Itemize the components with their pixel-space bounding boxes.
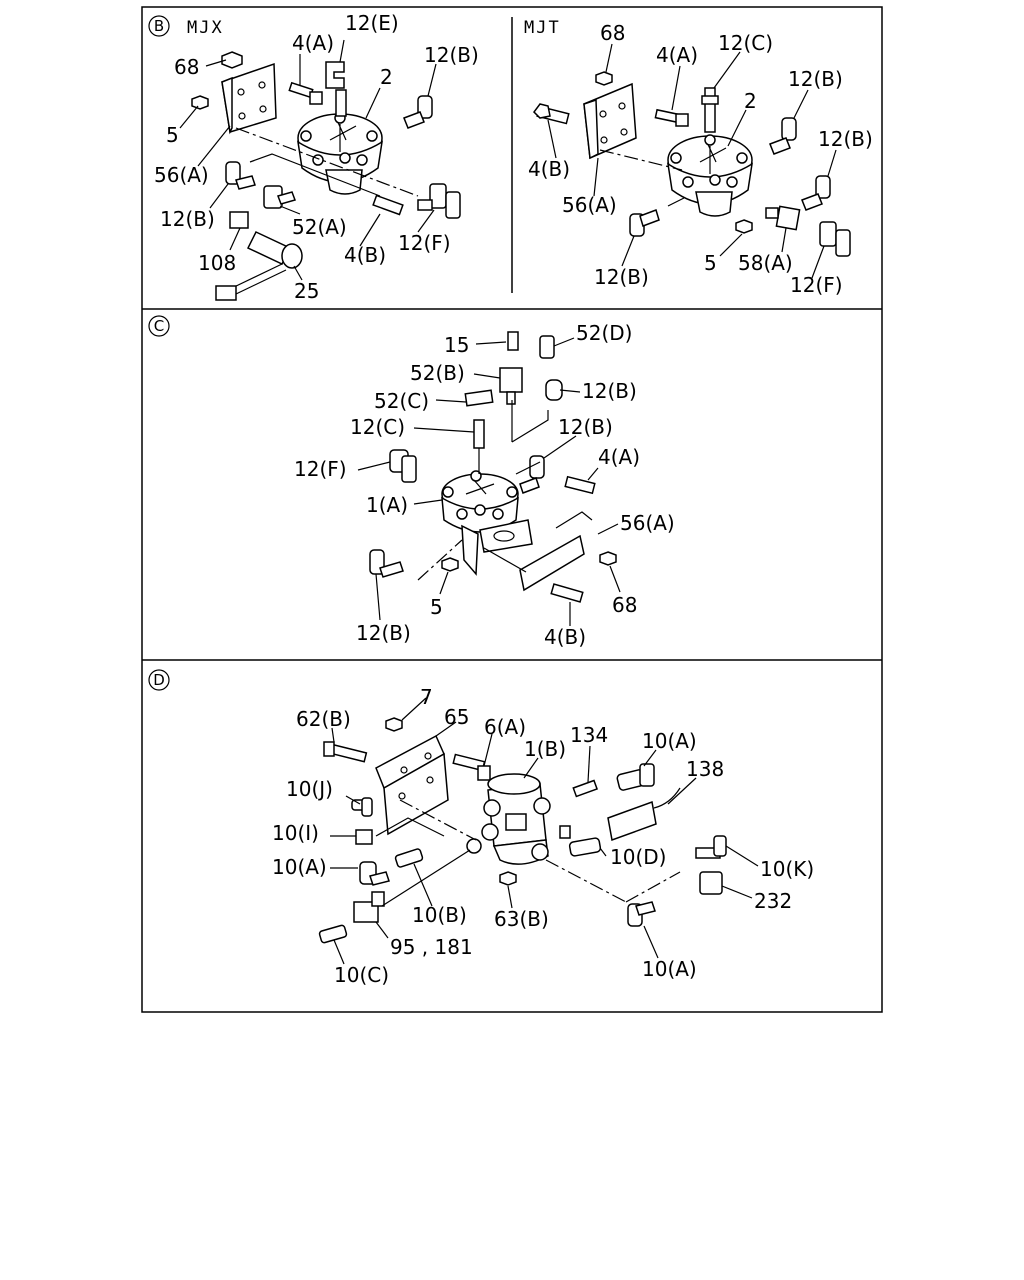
section-c: C xyxy=(148,315,675,649)
section-c-drawing xyxy=(369,331,617,603)
label-4b: 4(B) xyxy=(528,157,570,181)
label-62b: 62(B) xyxy=(296,707,351,731)
tee-95 xyxy=(353,901,379,923)
label-6a: 6(A) xyxy=(484,715,526,739)
label-4a: 4(A) xyxy=(598,445,640,469)
label-10a: 10(A) xyxy=(642,729,697,753)
variant-label-mjt: MJT xyxy=(524,18,561,38)
label-95-181: 95 , 181 xyxy=(390,935,473,959)
label-2: 2 xyxy=(744,89,757,113)
label-2: 2 xyxy=(380,65,393,89)
label-52b: 52(B) xyxy=(410,361,465,385)
label-5: 5 xyxy=(430,595,443,619)
section-d: D xyxy=(148,669,814,987)
label-12c: 12(C) xyxy=(350,415,405,439)
nut-68 xyxy=(221,51,243,69)
label-5: 5 xyxy=(166,123,179,147)
label-12f: 12(F) xyxy=(398,231,451,255)
section-marker-circle xyxy=(148,315,170,337)
section-marker-circle xyxy=(148,669,170,691)
label-12b: 12(B) xyxy=(788,67,843,91)
label-12b: 12(B) xyxy=(160,207,215,231)
section-b: B MJX MJT xyxy=(148,11,873,303)
label-5: 5 xyxy=(704,251,717,275)
label-12b: 12(B) xyxy=(558,415,613,439)
section-d-drawing xyxy=(318,717,727,944)
label-7: 7 xyxy=(420,685,433,709)
label-12b: 12(B) xyxy=(818,127,873,151)
label-1b: 1(B) xyxy=(524,737,566,761)
mjt-drawing xyxy=(533,71,851,257)
label-12c: 12(C) xyxy=(718,31,773,55)
label-63b: 63(B) xyxy=(494,907,549,931)
label-4b: 4(B) xyxy=(344,243,386,267)
label-12b: 12(B) xyxy=(424,43,479,67)
variant-label-mjx: MJX xyxy=(187,18,224,38)
label-12e: 12(E) xyxy=(345,11,399,35)
section-marker: D xyxy=(153,671,165,689)
label-138: 138 xyxy=(686,757,724,781)
mjx-drawing xyxy=(191,51,461,301)
bracket-side xyxy=(221,76,233,135)
label-232: 232 xyxy=(754,889,792,913)
label-10c: 10(C) xyxy=(334,963,389,987)
bolt-4a xyxy=(288,81,314,99)
label-12b: 12(B) xyxy=(582,379,637,403)
label-10k: 10(K) xyxy=(760,857,814,881)
section-marker-circle xyxy=(148,15,170,37)
label-10a: 10(A) xyxy=(272,855,327,879)
label-56a: 56(A) xyxy=(154,163,209,187)
label-52d: 52(D) xyxy=(576,321,632,345)
label-10d: 10(D) xyxy=(610,845,666,869)
label-25: 25 xyxy=(294,279,319,303)
label-52a: 52(A) xyxy=(292,215,347,239)
label-10i: 10(I) xyxy=(272,821,319,845)
label-12b: 12(B) xyxy=(594,265,649,289)
label-56a: 56(A) xyxy=(620,511,675,535)
washer-5 xyxy=(191,95,209,110)
label-58a: 58(A) xyxy=(738,251,793,275)
label-10a: 10(A) xyxy=(642,957,697,981)
label-4a: 4(A) xyxy=(656,43,698,67)
label-65: 65 xyxy=(444,705,469,729)
label-56a: 56(A) xyxy=(562,193,617,217)
label-68: 68 xyxy=(612,593,637,617)
fitting-12e xyxy=(335,89,347,117)
label-10j: 10(J) xyxy=(286,777,333,801)
label-108: 108 xyxy=(198,251,236,275)
label-12f: 12(F) xyxy=(294,457,347,481)
label-15: 15 xyxy=(444,333,469,357)
label-68: 68 xyxy=(600,21,625,45)
bracket-56a xyxy=(519,534,585,592)
tee-52b xyxy=(499,367,523,393)
diagram-frame xyxy=(141,6,883,1013)
label-10b: 10(B) xyxy=(412,903,467,927)
section-marker: C xyxy=(154,317,164,335)
label-68: 68 xyxy=(174,55,199,79)
label-4a: 4(A) xyxy=(292,31,334,55)
label-134: 134 xyxy=(570,723,608,747)
label-4b: 4(B) xyxy=(544,625,586,649)
label-12f: 12(F) xyxy=(790,273,843,297)
label-52c: 52(C) xyxy=(374,389,429,413)
label-1a: 1(A) xyxy=(366,493,408,517)
section-marker: B xyxy=(154,17,164,35)
label-12b: 12(B) xyxy=(356,621,411,645)
